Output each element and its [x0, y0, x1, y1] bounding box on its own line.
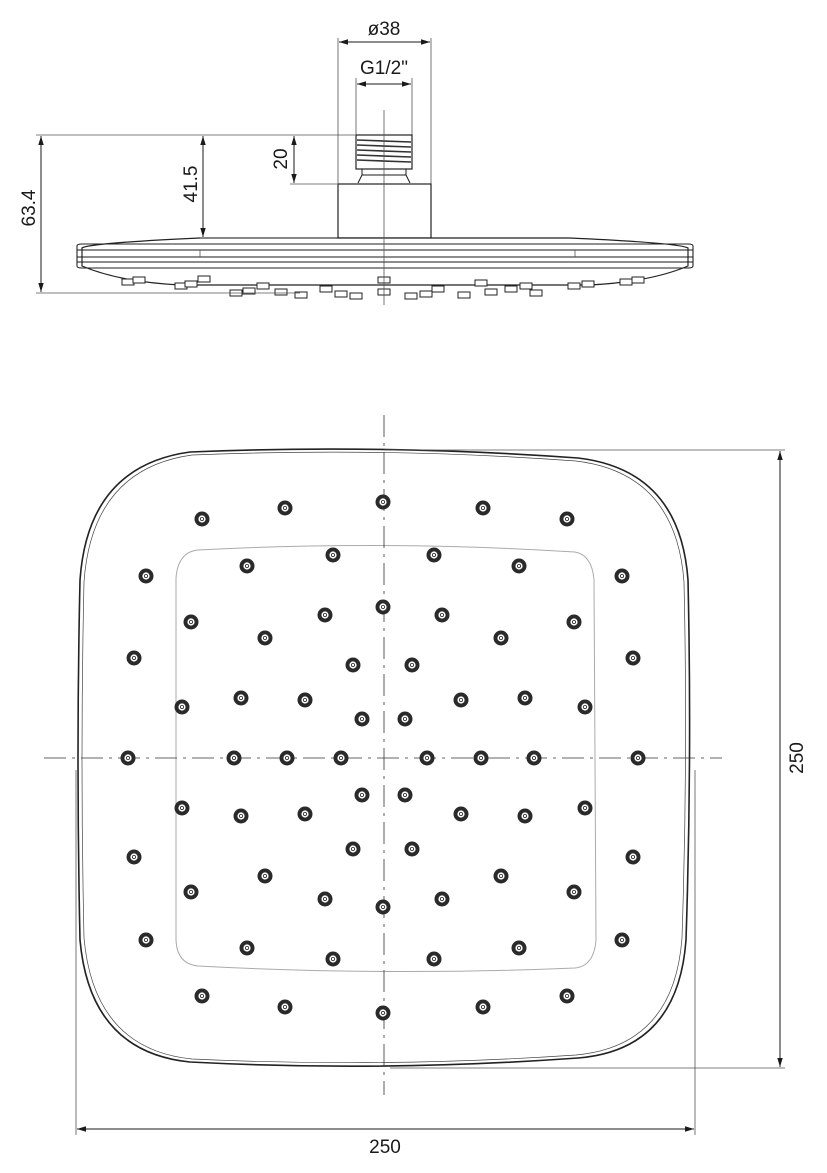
nozzle [277, 999, 293, 1015]
nozzle [625, 650, 641, 666]
nozzle [453, 692, 469, 708]
total-height-label: 63.4 [19, 189, 40, 226]
nozzle [426, 547, 442, 563]
thread-label: G1/2" [360, 58, 408, 79]
nozzle [279, 750, 295, 766]
arm-body [337, 183, 432, 239]
nozzle [297, 806, 313, 822]
nozzle [493, 630, 509, 646]
nozzle [333, 750, 349, 766]
nozzle [630, 750, 646, 766]
nozzle [325, 547, 341, 563]
spray-plate-outline [175, 544, 597, 973]
nozzle [297, 692, 313, 708]
nozzle [625, 849, 641, 865]
nozzle [257, 868, 273, 884]
nozzle [404, 841, 420, 857]
top-view: 250 250 [44, 415, 808, 1158]
nozzle [138, 568, 154, 584]
nozzle [397, 711, 413, 727]
nozzle [559, 988, 575, 1004]
nozzle [375, 599, 391, 615]
thread-height-label: 20 [271, 148, 292, 169]
nozzle [526, 750, 542, 766]
nozzle [614, 932, 630, 948]
nozzle [566, 614, 582, 630]
nozzle [138, 932, 154, 948]
nozzle-stubs [121, 275, 645, 300]
nozzle [317, 607, 333, 623]
nozzle [120, 750, 136, 766]
arm-height-label: 41.5 [181, 166, 202, 203]
nozzle [126, 849, 142, 865]
nozzle [511, 940, 527, 956]
diameter-label: ø38 [368, 19, 401, 40]
nozzle [345, 841, 361, 857]
nozzle [475, 500, 491, 516]
nozzle [397, 787, 413, 803]
nozzle [194, 511, 210, 527]
nozzle [233, 690, 249, 706]
shower-head-outline-inner [81, 451, 686, 1064]
nozzle [434, 891, 450, 907]
nozzle [239, 940, 255, 956]
nozzle [126, 650, 142, 666]
nozzle [473, 750, 489, 766]
nozzle-group [120, 494, 646, 1021]
nozzle [517, 808, 533, 824]
nozzle [614, 568, 630, 584]
nozzle [404, 657, 420, 673]
nozzle [183, 614, 199, 630]
nozzle [277, 500, 293, 516]
nozzle [419, 750, 435, 766]
nozzle [577, 800, 593, 816]
nozzle [511, 558, 527, 574]
nozzle [183, 884, 199, 900]
nozzle [375, 899, 391, 915]
nozzle [453, 806, 469, 822]
nozzle [475, 999, 491, 1015]
nozzle [345, 657, 361, 673]
side-view: ø38 G1/2" [19, 19, 694, 305]
nozzle [354, 711, 370, 727]
nozzle [174, 800, 190, 816]
width-label: 250 [369, 1137, 401, 1158]
nozzle [354, 787, 370, 803]
nozzle [233, 808, 249, 824]
nozzle [434, 607, 450, 623]
nozzle [239, 558, 255, 574]
nozzle [426, 951, 442, 967]
nozzle [375, 494, 391, 510]
nozzle [566, 884, 582, 900]
height-label: 250 [787, 742, 808, 774]
nozzle [493, 868, 509, 884]
nozzle [226, 750, 242, 766]
nozzle [375, 1005, 391, 1021]
nozzle [317, 891, 333, 907]
nozzle [577, 699, 593, 715]
shower-head-outline [77, 448, 691, 1067]
nozzle [174, 699, 190, 715]
nozzle [325, 951, 341, 967]
nozzle [559, 511, 575, 527]
nozzle [194, 988, 210, 1004]
nozzle [517, 690, 533, 706]
nozzle [257, 630, 273, 646]
